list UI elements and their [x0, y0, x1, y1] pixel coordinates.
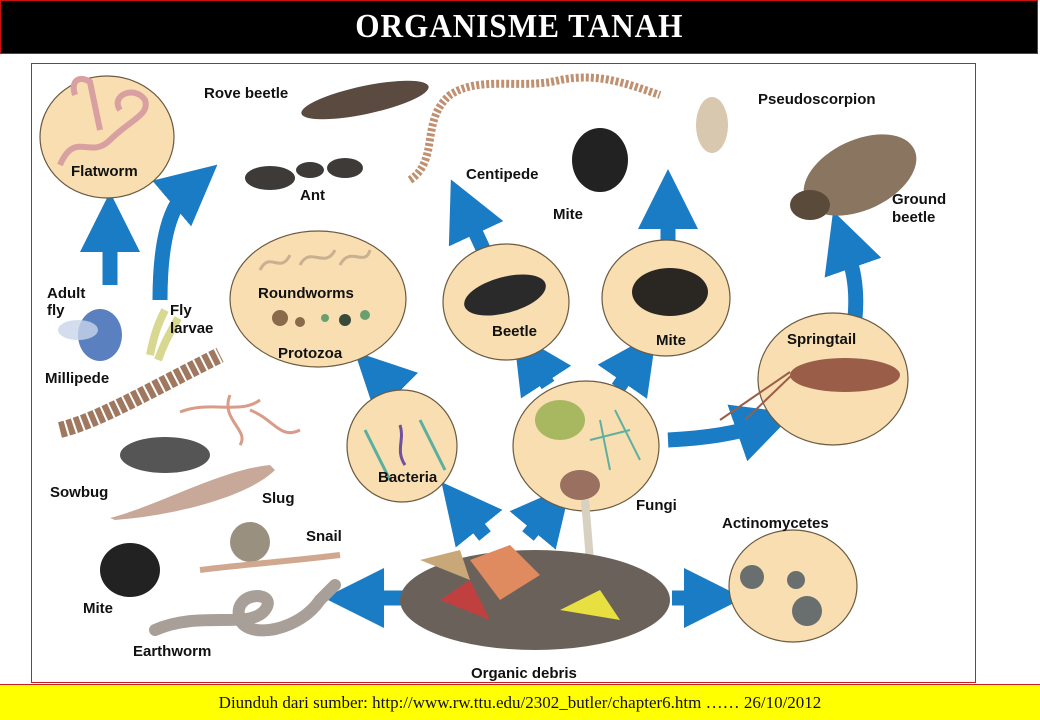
- earthworm-illustration: [149, 579, 341, 637]
- fungi-illustration: [535, 400, 585, 440]
- arrow-to-centipede: [448, 179, 504, 257]
- label-fly-larvae-1: Fly: [170, 302, 192, 319]
- label-adult-fly-1: Adult: [47, 285, 85, 302]
- springtail-illustration: [790, 358, 900, 392]
- bacteria-illustration: [363, 419, 447, 481]
- label-fungi: Fungi: [636, 497, 677, 514]
- arrow-to-ant: [152, 164, 218, 301]
- label-bacteria: Bacteria: [378, 469, 438, 486]
- flatworm-circle: [39, 75, 175, 199]
- fly-larvae-illustration: [146, 308, 182, 362]
- label-beetle: Beetle: [492, 323, 537, 340]
- arrow-fungi-to-mite: [597, 332, 657, 399]
- roundworms-illustration: [258, 249, 372, 271]
- label-actinomycetes: Actinomycetes: [722, 515, 829, 532]
- label-mite-mid: Mite: [656, 332, 686, 349]
- label-centipede: Centipede: [466, 166, 539, 183]
- label-mite-top: Mite: [553, 206, 583, 223]
- page-title: ORGANISME TANAH: [354, 8, 684, 45]
- label-fly-larvae-2: larvae: [170, 320, 213, 337]
- rove-beetle-illustration: [301, 80, 429, 120]
- labels: Flatworm Rove beetle Ant Centipede Mite …: [45, 85, 946, 682]
- organic-debris-illustration: [400, 545, 670, 650]
- arrow-debris-to-bacteria: [441, 481, 503, 548]
- label-ant: Ant: [300, 187, 325, 204]
- label-snail: Snail: [306, 528, 342, 545]
- pseudoscorpion-illustration: [696, 97, 728, 153]
- label-ground-beetle-1: Ground: [892, 191, 946, 208]
- label-organic-debris: Organic debris: [471, 665, 577, 682]
- ant-illustration: [245, 158, 363, 190]
- label-mite-bottom: Mite: [83, 600, 113, 617]
- source-footer: Diunduh dari sumber: http://www.rw.ttu.e…: [0, 684, 1040, 720]
- arrow-fungi-to-springtail: [667, 404, 794, 462]
- mite-top-illustration: [572, 128, 628, 192]
- label-protozoa: Protozoa: [278, 345, 343, 362]
- arrow-fungi-to-beetle: [513, 331, 572, 399]
- arrow-debris-to-fungi: [509, 484, 572, 550]
- ground-beetle-illustration: [803, 134, 917, 216]
- roundworms-protozoa-circle: [229, 230, 407, 368]
- label-millipede: Millipede: [45, 370, 109, 387]
- label-slug: Slug: [262, 490, 295, 507]
- label-earthworm: Earthworm: [133, 643, 211, 660]
- label-roundworms: Roundworms: [258, 285, 354, 302]
- source-text: Diunduh dari sumber: http://www.rw.ttu.e…: [218, 692, 822, 712]
- flatworm-illustration: [57, 75, 149, 167]
- label-adult-fly-2: fly: [47, 302, 65, 319]
- label-pseudoscorpion: Pseudoscorpion: [758, 91, 876, 108]
- arrow-to-ground-beetle: [824, 211, 882, 319]
- worms-illustration: [179, 394, 301, 446]
- label-springtail: Springtail: [787, 331, 856, 348]
- snail-illustration: [230, 522, 270, 562]
- actinomycetes-illustration: [740, 565, 822, 626]
- organism-illustrations: [57, 73, 917, 650]
- beetle-illustration: [464, 274, 546, 316]
- slug-illustration: [110, 465, 275, 520]
- label-ground-beetle-2: beetle: [892, 209, 935, 226]
- arrows: [80, 164, 882, 628]
- label-sowbug: Sowbug: [50, 484, 108, 501]
- mite-mid-illustration: [632, 268, 708, 316]
- millipede-illustration: [57, 347, 224, 438]
- label-rove-beetle: Rove beetle: [204, 85, 288, 102]
- title-bar: ORGANISME TANAH: [0, 0, 1038, 54]
- sowbug-illustration: [120, 437, 210, 473]
- label-flatworm: Flatworm: [71, 163, 138, 180]
- protozoa-illustration: [272, 310, 370, 327]
- centipede-illustration: [407, 73, 662, 184]
- arrow-bacteria-to-protozoa: [354, 351, 419, 416]
- mite-bottom-illustration: [100, 543, 160, 597]
